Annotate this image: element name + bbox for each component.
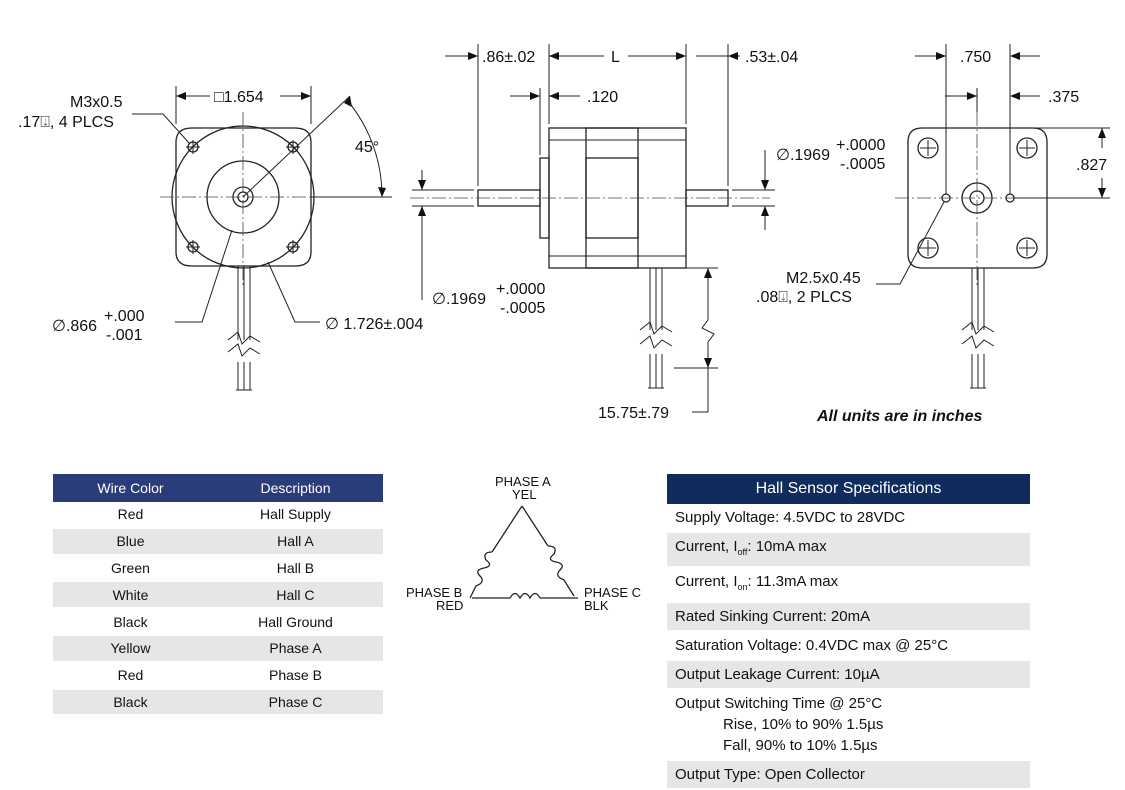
spec-leakage: Output Leakage Current: 10µA — [667, 661, 1030, 690]
spec-ioff-pre: Current, I — [675, 538, 738, 555]
spec-switching: Output Switching Time @ 25°C Rise, 10% t… — [667, 690, 1030, 761]
spec-ioff-sub: off — [737, 547, 748, 557]
wire-description: Hall Ground — [207, 608, 383, 636]
wire-description: Hall A — [207, 527, 383, 556]
flange-dim: .120 — [587, 89, 618, 106]
header-wire-color: Wire Color — [53, 474, 208, 502]
wire-description: Hall B — [207, 554, 383, 583]
rear-shaft-dia-plus: +.0000 — [836, 137, 885, 154]
rear-leads — [961, 268, 995, 389]
wire-description: Hall C — [207, 581, 383, 610]
phase-a-color: YEL — [512, 487, 537, 502]
pilot-dia-tol-minus: -.001 — [106, 327, 143, 344]
side-view: .86±.02 L .53±.04 .120 ∅.1969 +.0000 -.0… — [410, 44, 885, 422]
front-leads — [227, 266, 261, 391]
rear-view: .750 .375 .827 M2.5x0.45 .08⍗, 2 PLCS Al… — [756, 44, 1110, 425]
wire-description: Hall Supply — [207, 502, 383, 529]
phase-b-name: PHASE B — [406, 585, 462, 600]
spec-ion-post: : 11.3mA max — [747, 573, 839, 590]
spec-ioff: Current, Ioff: 10mA max — [667, 533, 1030, 568]
spec-ion-pre: Current, I — [675, 573, 738, 590]
spec-saturation: Saturation Voltage: 0.4VDC max @ 25°C — [667, 632, 1030, 661]
rear-shaft-dim: .53±.04 — [745, 49, 798, 66]
front-shaft-dia: ∅.1969 — [432, 291, 486, 308]
rear-half-width-dim: .375 — [1048, 89, 1079, 106]
lead-length-dim: 15.75±.79 — [598, 405, 669, 422]
rear-thread-label: M2.5x0.45 — [786, 270, 861, 287]
spec-switching-title: Output Switching Time @ 25°C — [675, 695, 883, 712]
rear-thread-depth: .08⍗, 2 PLCS — [756, 289, 852, 306]
rear-width-dim: .750 — [960, 49, 991, 66]
wire-color: White — [53, 581, 208, 610]
wire-color: Red — [53, 661, 208, 690]
phase-c-color: BLK — [584, 598, 609, 613]
hall-sensor-spec-table: Hall Sensor Specifications Supply Voltag… — [667, 474, 1030, 790]
front-view: □1.654 45° M3x0.5 .17⍗, 4 PLCS ∅.866 +.0… — [18, 86, 423, 391]
phase-c-name: PHASE C — [584, 585, 641, 600]
wire-description: Phase B — [207, 661, 383, 690]
header-description: Description — [207, 474, 383, 502]
rear-screws — [917, 137, 1038, 259]
wire-table-header: Wire Color Description — [53, 474, 383, 502]
phase-b-color: RED — [436, 598, 463, 613]
front-square-label: □1.654 — [214, 89, 264, 106]
phase-a-name: PHASE A — [495, 474, 551, 489]
rear-height-dim: .827 — [1076, 157, 1107, 174]
wire-description: Phase C — [207, 688, 383, 717]
rear-body-outline — [907, 127, 1048, 269]
spec-ion: Current, Ion: 11.3mA max — [667, 568, 1030, 603]
spec-supply: Supply Voltage: 4.5VDC to 28VDC — [667, 504, 1030, 533]
pilot-dia-tol-plus: +.000 — [104, 308, 145, 325]
wire-description: Phase A — [207, 634, 383, 663]
angle-label: 45° — [355, 139, 379, 156]
wire-color: Black — [53, 688, 208, 717]
front-shaft-dia-minus: -.0005 — [500, 300, 545, 317]
hall-spec-title: Hall Sensor Specifications — [667, 474, 1030, 504]
mounting-holes — [186, 140, 300, 254]
wire-color: Red — [53, 502, 208, 529]
mount-thread-label: M3x0.5 — [70, 94, 123, 111]
phase-diagram: PHASE A YEL PHASE B RED PHASE C BLK — [406, 474, 641, 613]
front-shaft-dim: .86±.02 — [482, 49, 535, 66]
spec-rise: Rise, 10% to 90% 1.5µs — [723, 716, 884, 733]
pilot-dia-label: ∅.866 — [52, 318, 97, 335]
length-dim: L — [611, 49, 620, 66]
front-shaft-dia-plus: +.0000 — [496, 281, 545, 298]
wire-color: Blue — [53, 527, 208, 556]
spec-output-type: Output Type: Open Collector — [667, 761, 1030, 790]
bolt-circle-label: ∅ 1.726±.004 — [325, 316, 423, 333]
spec-ion-sub: on — [737, 582, 748, 592]
units-note: All units are in inches — [816, 408, 982, 425]
rear-shaft-dia-minus: -.0005 — [840, 156, 885, 173]
spec-sinking: Rated Sinking Current: 20mA — [667, 603, 1030, 632]
side-leads — [639, 268, 673, 389]
mount-depth-label: .17⍗, 4 PLCS — [18, 114, 114, 131]
wire-color: Green — [53, 554, 208, 583]
spec-fall: Fall, 90% to 10% 1.5µs — [723, 737, 878, 754]
wire-color: Black — [53, 608, 208, 636]
spec-ioff-post: : 10mA max — [747, 538, 827, 555]
rear-shaft-dia: ∅.1969 — [776, 147, 830, 164]
wire-color: Yellow — [53, 634, 208, 663]
